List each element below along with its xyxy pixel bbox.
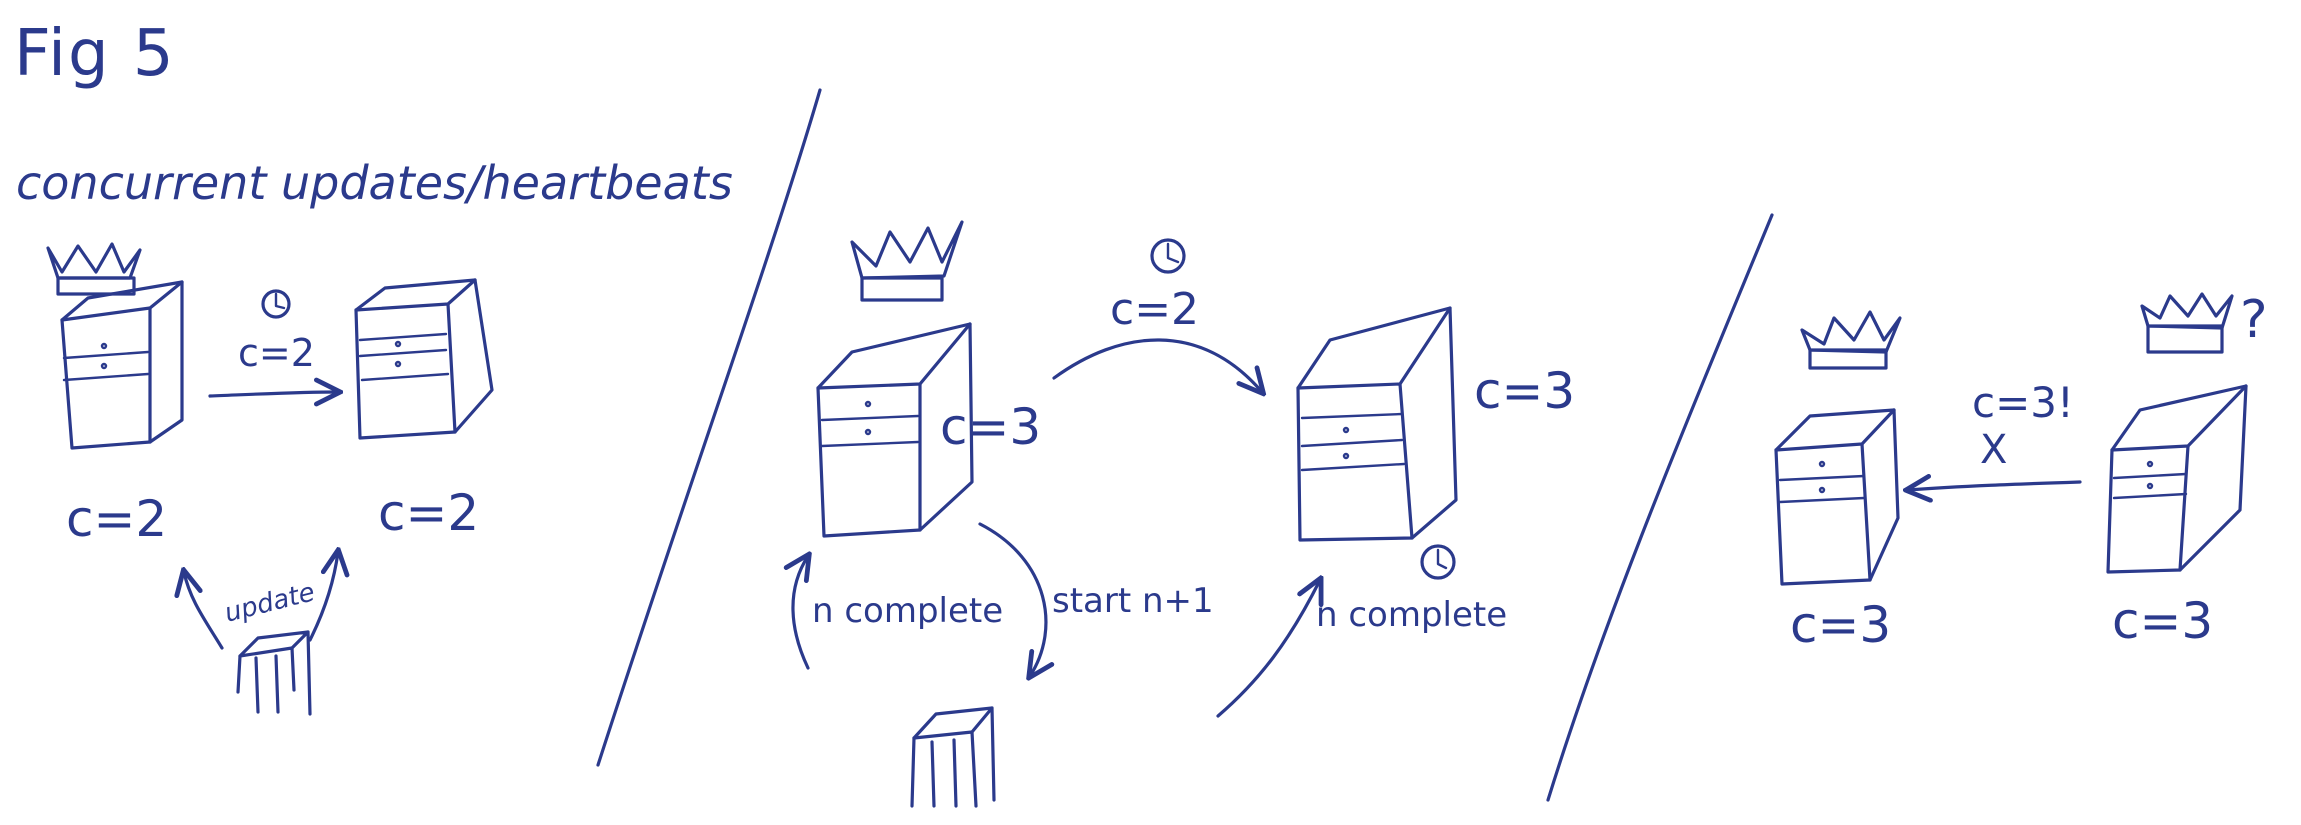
update-arrow-to-leader (184, 572, 224, 650)
panel1-message-label: c=2 (238, 331, 315, 375)
crown-icon (850, 220, 964, 302)
start-arrow (978, 522, 1046, 676)
panel2-leader-counter: c=3 (940, 398, 1042, 456)
client-icon (910, 706, 996, 808)
panel3-leader-counter: c=3 (1790, 596, 1892, 654)
clock-icon (1150, 238, 1186, 274)
panel2-client-note: start n+1 (1052, 581, 1214, 621)
server-icon-contender (2106, 384, 2248, 574)
panel2-right-note: n complete (1316, 595, 1508, 635)
panel3-question-mark: ? (2240, 290, 2268, 350)
complete-arrow-left (793, 556, 808, 670)
panel2-message-label: c=2 (1110, 284, 1200, 335)
clock-icon (261, 289, 291, 319)
rejected-message-arrow (1908, 482, 2082, 490)
server-icon-follower (1296, 306, 1458, 542)
figure-title: Fig 5 (14, 17, 176, 91)
heartbeat-arrow (1052, 338, 1262, 392)
clock-icon (1420, 544, 1456, 580)
figure-subtitle: concurrent updates/heartbeats (16, 156, 733, 210)
panel2-follower-counter: c=3 (1474, 362, 1576, 420)
panel-divider-right (1546, 213, 1774, 802)
complete-arrow-right (1216, 580, 1320, 718)
heartbeat-arrow (208, 392, 338, 396)
panel3-contender-counter: c=3 (2112, 592, 2214, 650)
panel3-message-label: c=3! (1972, 378, 2074, 427)
panel1-follower-counter: c=2 (378, 484, 480, 542)
crown-icon-contender (2140, 292, 2234, 354)
server-icon-follower (354, 278, 494, 440)
panel-divider-left (596, 88, 822, 767)
server-icon-leader (816, 322, 974, 538)
client-icon (236, 630, 312, 716)
panel3-blocked-mark: X (1980, 427, 2008, 473)
server-icon-leader (60, 280, 184, 450)
crown-icon (46, 242, 142, 296)
update-arrow-to-follower (308, 552, 338, 642)
panel2-left-note: n complete (812, 591, 1004, 631)
server-icon-leader (1774, 408, 1900, 586)
panel1-leader-counter: c=2 (66, 490, 168, 548)
crown-icon (1800, 310, 1902, 370)
